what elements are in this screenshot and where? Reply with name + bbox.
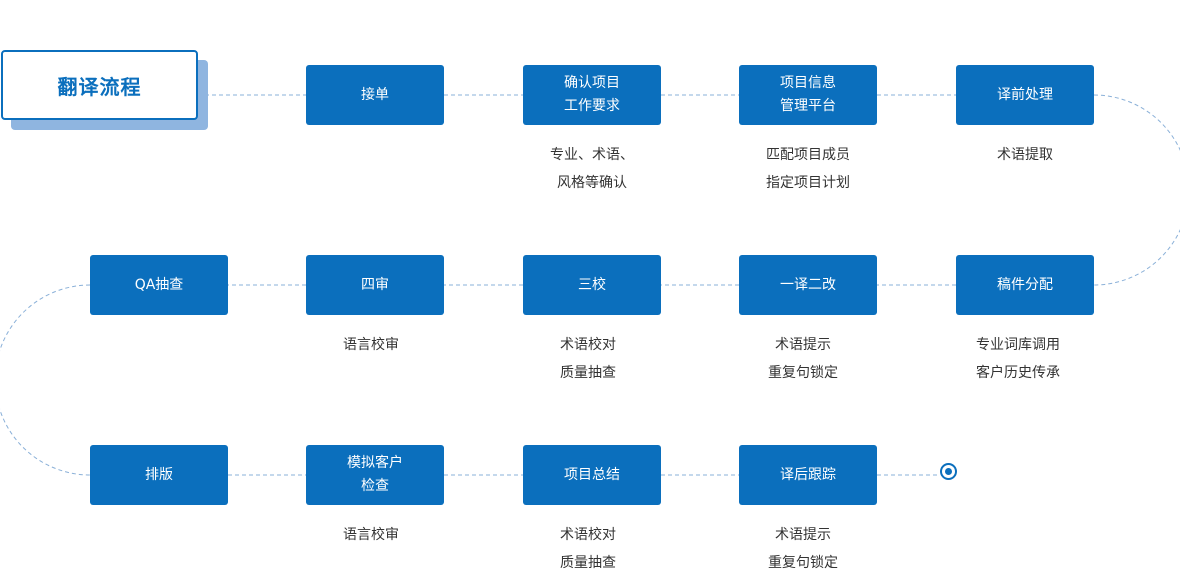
step-project-summary: 项目总结 [523, 445, 661, 505]
step-project-platform: 项目信息 管理平台 [739, 65, 877, 125]
note-line: 语言校审 [343, 337, 399, 353]
step-label: 三校 [578, 276, 606, 293]
step-third-proofread: 三校 [523, 255, 661, 315]
step-label: 排版 [145, 466, 173, 483]
step-label: 译后跟踪 [780, 466, 836, 483]
step-label: 管理平台 [780, 98, 836, 114]
step-note: 语言校审 [281, 521, 461, 549]
step-label: 确认项目 [564, 75, 620, 91]
step-label: 检查 [361, 478, 389, 494]
note-line: 术语校对 [560, 527, 616, 543]
note-line: 术语提取 [997, 147, 1053, 163]
note-line: 术语提示 [775, 527, 831, 543]
flow-title: 翻译流程 [1, 50, 198, 120]
step-label: 接单 [361, 86, 389, 103]
step-manuscript-assignment: 稿件分配 [956, 255, 1094, 315]
note-line: 质量抽查 [560, 365, 616, 381]
step-label: 一译二改 [780, 276, 836, 293]
step-qa-check: QA抽查 [90, 255, 228, 315]
step-confirm-requirements: 确认项目 工作要求 [523, 65, 661, 125]
step-note: 术语提示 重复句锁定 [713, 331, 893, 387]
step-label: QA抽查 [134, 276, 184, 293]
step-note: 专业、术语、 风格等确认 [502, 141, 682, 197]
note-line: 专业、术语、 [550, 147, 634, 163]
note-line: 匹配项目成员 [766, 147, 850, 163]
note-line: 指定项目计划 [766, 175, 850, 191]
note-line: 风格等确认 [557, 175, 627, 191]
note-line: 专业词库调用 [976, 337, 1060, 353]
step-fourth-review: 四审 [306, 255, 444, 315]
note-line: 语言校审 [343, 527, 399, 543]
step-note: 匹配项目成员 指定项目计划 [718, 141, 898, 197]
note-line: 术语提示 [775, 337, 831, 353]
step-post-tracking: 译后跟踪 [739, 445, 877, 505]
step-typesetting: 排版 [90, 445, 228, 505]
step-label: 工作要求 [564, 98, 620, 114]
step-note: 术语校对 质量抽查 [498, 521, 678, 577]
step-label: 模拟客户 [347, 455, 403, 471]
note-line: 重复句锁定 [768, 365, 838, 381]
note-line: 质量抽查 [560, 555, 616, 571]
note-line: 术语校对 [560, 337, 616, 353]
step-accept-order: 接单 [306, 65, 444, 125]
step-label: 项目总结 [564, 466, 620, 483]
step-label: 稿件分配 [997, 276, 1053, 293]
step-label: 译前处理 [997, 86, 1053, 103]
step-label: 四审 [361, 276, 389, 293]
step-label: 项目信息 [780, 75, 836, 91]
step-translate-revise: 一译二改 [739, 255, 877, 315]
step-note: 语言校审 [281, 331, 461, 359]
step-pre-translation: 译前处理 [956, 65, 1094, 125]
flow-end-marker [940, 463, 957, 480]
connector-row1-to-row2-curve [1093, 94, 1180, 286]
note-line: 客户历史传承 [976, 365, 1060, 381]
connector-row2-to-row3-curve [0, 284, 91, 476]
step-simulated-client-check: 模拟客户 检查 [306, 445, 444, 505]
step-note: 术语校对 质量抽查 [498, 331, 678, 387]
step-note: 术语提示 重复句锁定 [713, 521, 893, 577]
step-note: 术语提取 [935, 141, 1115, 169]
note-line: 重复句锁定 [768, 555, 838, 571]
step-note: 专业词库调用 客户历史传承 [928, 331, 1108, 387]
